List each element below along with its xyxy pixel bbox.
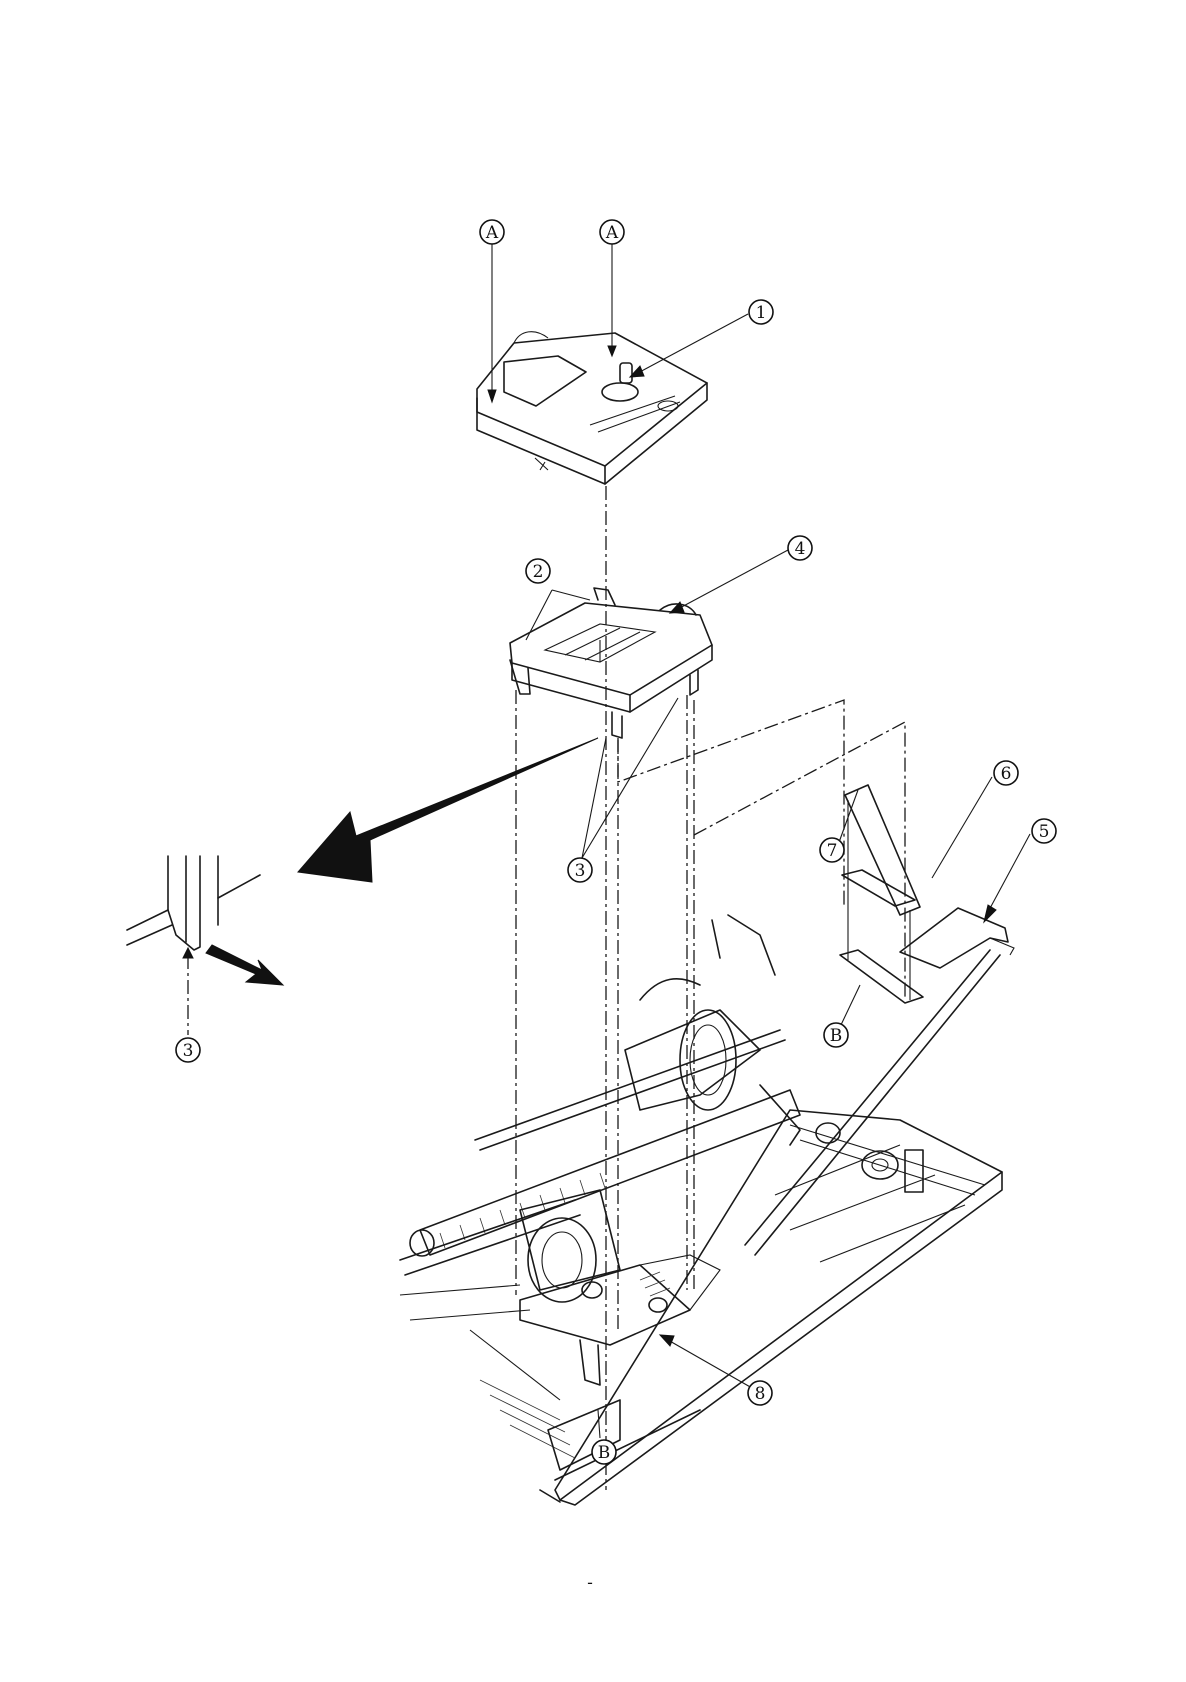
callout-a-left: A — [480, 220, 504, 244]
detail-view-part-3 — [127, 856, 260, 1035]
callout-a-right: A — [600, 220, 624, 244]
ribbon-guide-parts — [840, 785, 923, 1003]
svg-text:B: B — [830, 1026, 843, 1046]
svg-text:8: 8 — [755, 1384, 766, 1404]
callout-2: 2 — [526, 559, 550, 583]
callout-1: 1 — [749, 300, 773, 324]
svg-text:3: 3 — [575, 861, 586, 881]
svg-text:6: 6 — [1001, 764, 1012, 784]
svg-text:3: 3 — [183, 1041, 194, 1061]
callout-b-lower: B — [592, 1440, 616, 1464]
svg-text:1: 1 — [756, 303, 767, 323]
svg-text:7: 7 — [827, 841, 838, 861]
detail-view-arrow — [298, 738, 598, 882]
printer-base — [400, 915, 1002, 1505]
svg-text:A: A — [605, 223, 619, 243]
callout-3-detail: 3 — [176, 1038, 200, 1062]
page-number-mark: - — [587, 1573, 593, 1592]
callout-4: 4 — [788, 536, 812, 560]
callout-6: 6 — [994, 761, 1018, 785]
callout-b-upper: B — [824, 1023, 848, 1047]
svg-text:A: A — [485, 223, 499, 243]
callout-7: 7 — [820, 838, 844, 862]
removal-arrow — [206, 945, 283, 985]
callout-3-center: 3 — [568, 858, 592, 882]
svg-text:2: 2 — [533, 562, 544, 582]
callout-5: 5 — [1032, 819, 1056, 843]
svg-text:4: 4 — [795, 539, 806, 559]
leader-lines — [488, 244, 1030, 1438]
svg-text:B: B — [598, 1443, 611, 1463]
callout-8: 8 — [748, 1381, 772, 1405]
paper-guide — [745, 908, 1014, 1255]
svg-text:5: 5 — [1039, 822, 1050, 842]
